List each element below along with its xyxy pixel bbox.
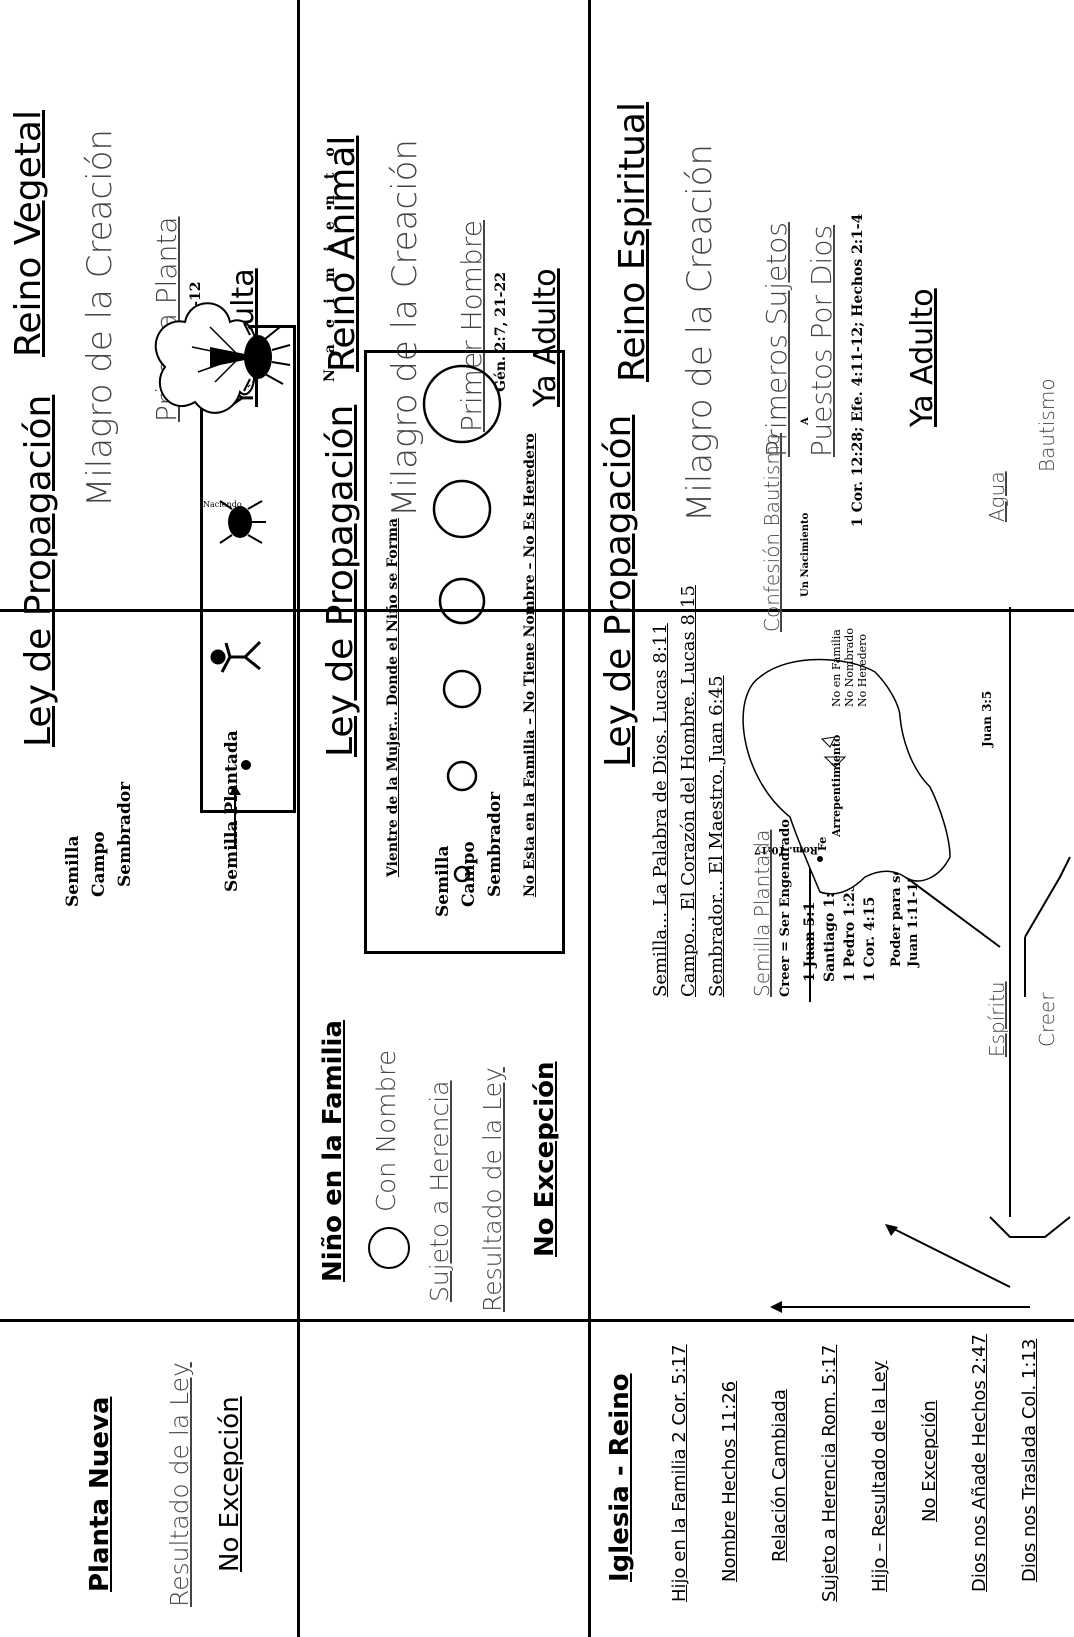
primeros-sujetos: Primeros Sujetos (760, 222, 793, 457)
growth-stages-art: Naciendo (154, 302, 291, 847)
list-item: No en Familia (830, 629, 843, 707)
confesion-bautismo: Confesión Bautismo (760, 432, 784, 632)
nino-familia-title: Niño en la Familia (318, 1020, 348, 1282)
ya-adulto-espiritual: Ya Adulto (905, 288, 940, 427)
iglesia-reino-title: Iglesia - Reino (605, 1373, 635, 1582)
resultado-ley-animal: Resultado de la Ley (478, 1067, 507, 1312)
list-item: No Excepción (919, 1400, 940, 1522)
list-item: Hijo en la Familia 2 Cor. 5:17 (669, 1344, 690, 1602)
list-item: Semilla (63, 835, 83, 907)
no-excepcion-vegetal: No Excepción (215, 1396, 245, 1572)
agua-label: Agua (985, 471, 1009, 522)
con-nombre: Con Nombre (372, 1049, 402, 1212)
juan-3-5: Juan 3:5 (980, 690, 994, 747)
iglesia-reino-list: Hijo en la Familia 2 Cor. 5:17 Nombre He… (655, 1334, 1055, 1602)
fe-dot (817, 856, 823, 862)
tree-icon (154, 302, 291, 414)
sprout-icon (210, 640, 262, 673)
list-item: Dios nos Traslada Col. 1:13 (1019, 1338, 1040, 1582)
espiritual-refs: 1 Cor. 12:28; Efe. 4:11-12; Hechos 2:1-4 (850, 213, 866, 527)
planta-nueva-title: Planta Nueva (85, 1396, 115, 1592)
espiritu-label: Espíritu (985, 981, 1009, 1057)
list-item: Dios nos Añade Hechos 2:47 (969, 1334, 990, 1592)
list-item: No Nombrado (843, 628, 856, 707)
arrow-head (229, 785, 241, 795)
head-outline (742, 658, 951, 895)
growth-circle-5 (432, 479, 492, 539)
list-item: Nombre Hechos 11:26 (719, 1380, 740, 1582)
seedling-icon (219, 500, 266, 544)
reino-espiritual-title: Reino Espiritual (612, 102, 653, 382)
rom-label: Rom. 10:17 (753, 844, 818, 855)
growth-circle-6 (422, 364, 502, 444)
growth-circle-4 (438, 577, 486, 625)
fetus-growth-circles (422, 364, 502, 883)
naciendo-label: Naciendo (203, 500, 242, 509)
reino-vegetal-title: Reino Vegetal (8, 110, 49, 357)
ley-propagacion-animal: Ley de Propagación (320, 404, 361, 757)
un-nacimiento-label: Un Nacimiento (800, 512, 811, 597)
baby-circle-icon (368, 1227, 410, 1269)
no-familia-list: No en Familia No Nombrado No Heredero (830, 628, 869, 707)
growth-circle-1 (453, 865, 471, 883)
creer-label: Creer (1035, 992, 1059, 1047)
list-item: No Heredero (856, 633, 869, 707)
espiritual-diagram-art (742, 607, 1071, 1313)
list-item: Relación Cambiada (769, 1389, 790, 1562)
list-item: Hijo – Resultado de la Ley (869, 1360, 890, 1592)
arrepentimiento-label: Arrepentimiento (830, 734, 843, 837)
nacimiento-label: Nacimiento (322, 131, 338, 382)
bautismo-label: Bautismo (1035, 378, 1059, 472)
ley-propagacion-vegetal: Ley de Propagación (18, 394, 59, 747)
growth-circle-2 (446, 760, 478, 792)
seed-dot (241, 760, 251, 770)
a-label: A (800, 417, 811, 425)
milagro-creacion-espiritual: Milagro de la Creación (680, 144, 720, 522)
fe-label: Fe (816, 836, 829, 851)
no-excepcion-animal: No Excepción (530, 1061, 560, 1257)
sujeto-herencia-animal: Sujeto a Herencia (425, 1080, 454, 1303)
resultado-ley-vegetal: Resultado de la Ley (165, 1362, 194, 1607)
list-item: Sujeto a Herencia Rom. 5:17 (819, 1344, 840, 1602)
growth-circle-3 (442, 669, 482, 709)
